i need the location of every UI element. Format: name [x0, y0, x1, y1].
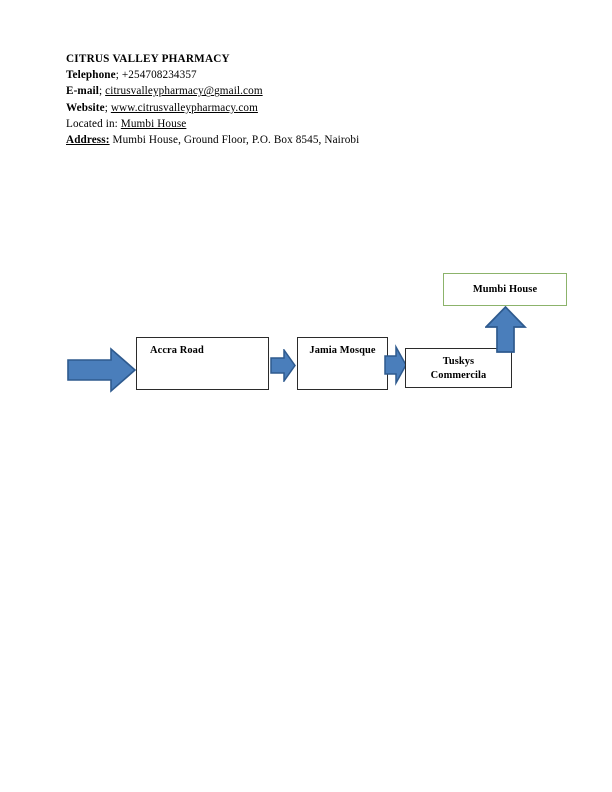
node-jamia-mosque-label: Jamia Mosque: [309, 345, 376, 356]
letterhead-block: CITRUS VALLEY PHARMACY Telephone; +25470…: [66, 51, 536, 148]
website-separator: ;: [104, 101, 111, 114]
node-mumbi-house-label: Mumbi House: [472, 284, 538, 295]
node-tuskys-line2: Commercila: [430, 369, 487, 381]
arrow-right-icon-accra-to-jamia: [270, 349, 297, 382]
located-in-value: Mumbi House: [120, 117, 187, 130]
email-line: E-mail; citrusvalleypharmacy@gmail.com: [66, 83, 536, 99]
telephone-separator: ;: [115, 69, 122, 82]
node-tuskys-commercila-label: Tuskys Commercila: [406, 355, 511, 382]
address-value: Mumbi House, Ground Floor, P.O. Box 8545…: [112, 134, 360, 147]
node-tuskys-line1: Tuskys: [442, 356, 475, 367]
telephone-line: Telephone; +254708234357: [66, 67, 536, 83]
node-tuskys-commercila: Tuskys Commercila: [405, 348, 512, 388]
arrow-up-icon-tuskys-to-mumbi: [485, 306, 527, 354]
website-label: Website: [66, 101, 105, 114]
email-label: E-mail: [66, 85, 99, 98]
email-separator: ;: [99, 85, 106, 98]
arrow-right-icon-jamia-to-tuskys: [384, 344, 408, 386]
located-in-line: Located in: Mumbi House: [66, 116, 536, 132]
telephone-value: +254708234357: [121, 69, 197, 82]
website-value[interactable]: www.citrusvalleypharmacy.com: [110, 101, 258, 114]
node-jamia-mosque: Jamia Mosque: [297, 337, 388, 390]
node-accra-road-label: Accra Road: [150, 345, 204, 356]
arrow-right-icon-entry: [67, 347, 137, 393]
telephone-label: Telephone: [66, 69, 116, 82]
located-in-label: Located in:: [66, 117, 118, 130]
address-line: Address: Mumbi House, Ground Floor, P.O.…: [66, 132, 536, 148]
business-name: CITRUS VALLEY PHARMACY: [66, 53, 230, 65]
address-label: Address:: [66, 134, 110, 147]
node-accra-road: Accra Road: [136, 337, 269, 390]
email-value[interactable]: citrusvalleypharmacy@gmail.com: [105, 85, 263, 98]
website-line: Website; www.citrusvalleypharmacy.com: [66, 100, 536, 116]
node-mumbi-house: Mumbi House: [443, 273, 567, 306]
